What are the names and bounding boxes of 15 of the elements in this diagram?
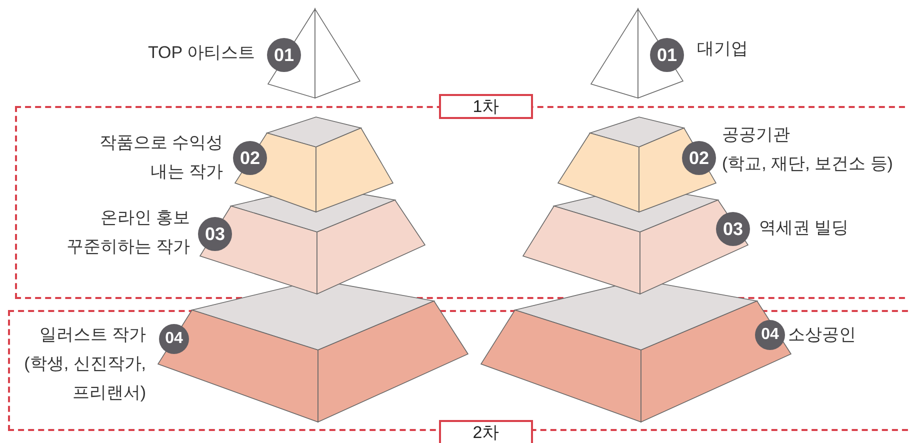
number-badge: 02: [233, 141, 267, 175]
stage-label: 2차: [439, 420, 533, 443]
tier-label: 역세권 빌딩: [759, 217, 849, 239]
tier-label: TOP 아티스트: [148, 42, 255, 64]
tier-label: 작품으로 수익성 내는 작가: [99, 132, 223, 183]
tier-label: 대기업: [697, 38, 748, 60]
stage-label: 1차: [439, 94, 533, 119]
tier-label: 소상공인: [788, 324, 856, 346]
number-badge: 03: [198, 217, 232, 251]
number-badge: 04: [159, 324, 189, 354]
tier-label: 공공기관 (학교, 재단, 보건소 등): [722, 124, 893, 175]
tier-label: 일러스트 작가 (학생, 신진작가, 프리랜서): [24, 324, 146, 404]
number-badge: 01: [650, 38, 684, 72]
number-badge: 01: [267, 38, 301, 72]
tier-label: 온라인 홍보 꾸준히하는 작가: [66, 207, 190, 258]
